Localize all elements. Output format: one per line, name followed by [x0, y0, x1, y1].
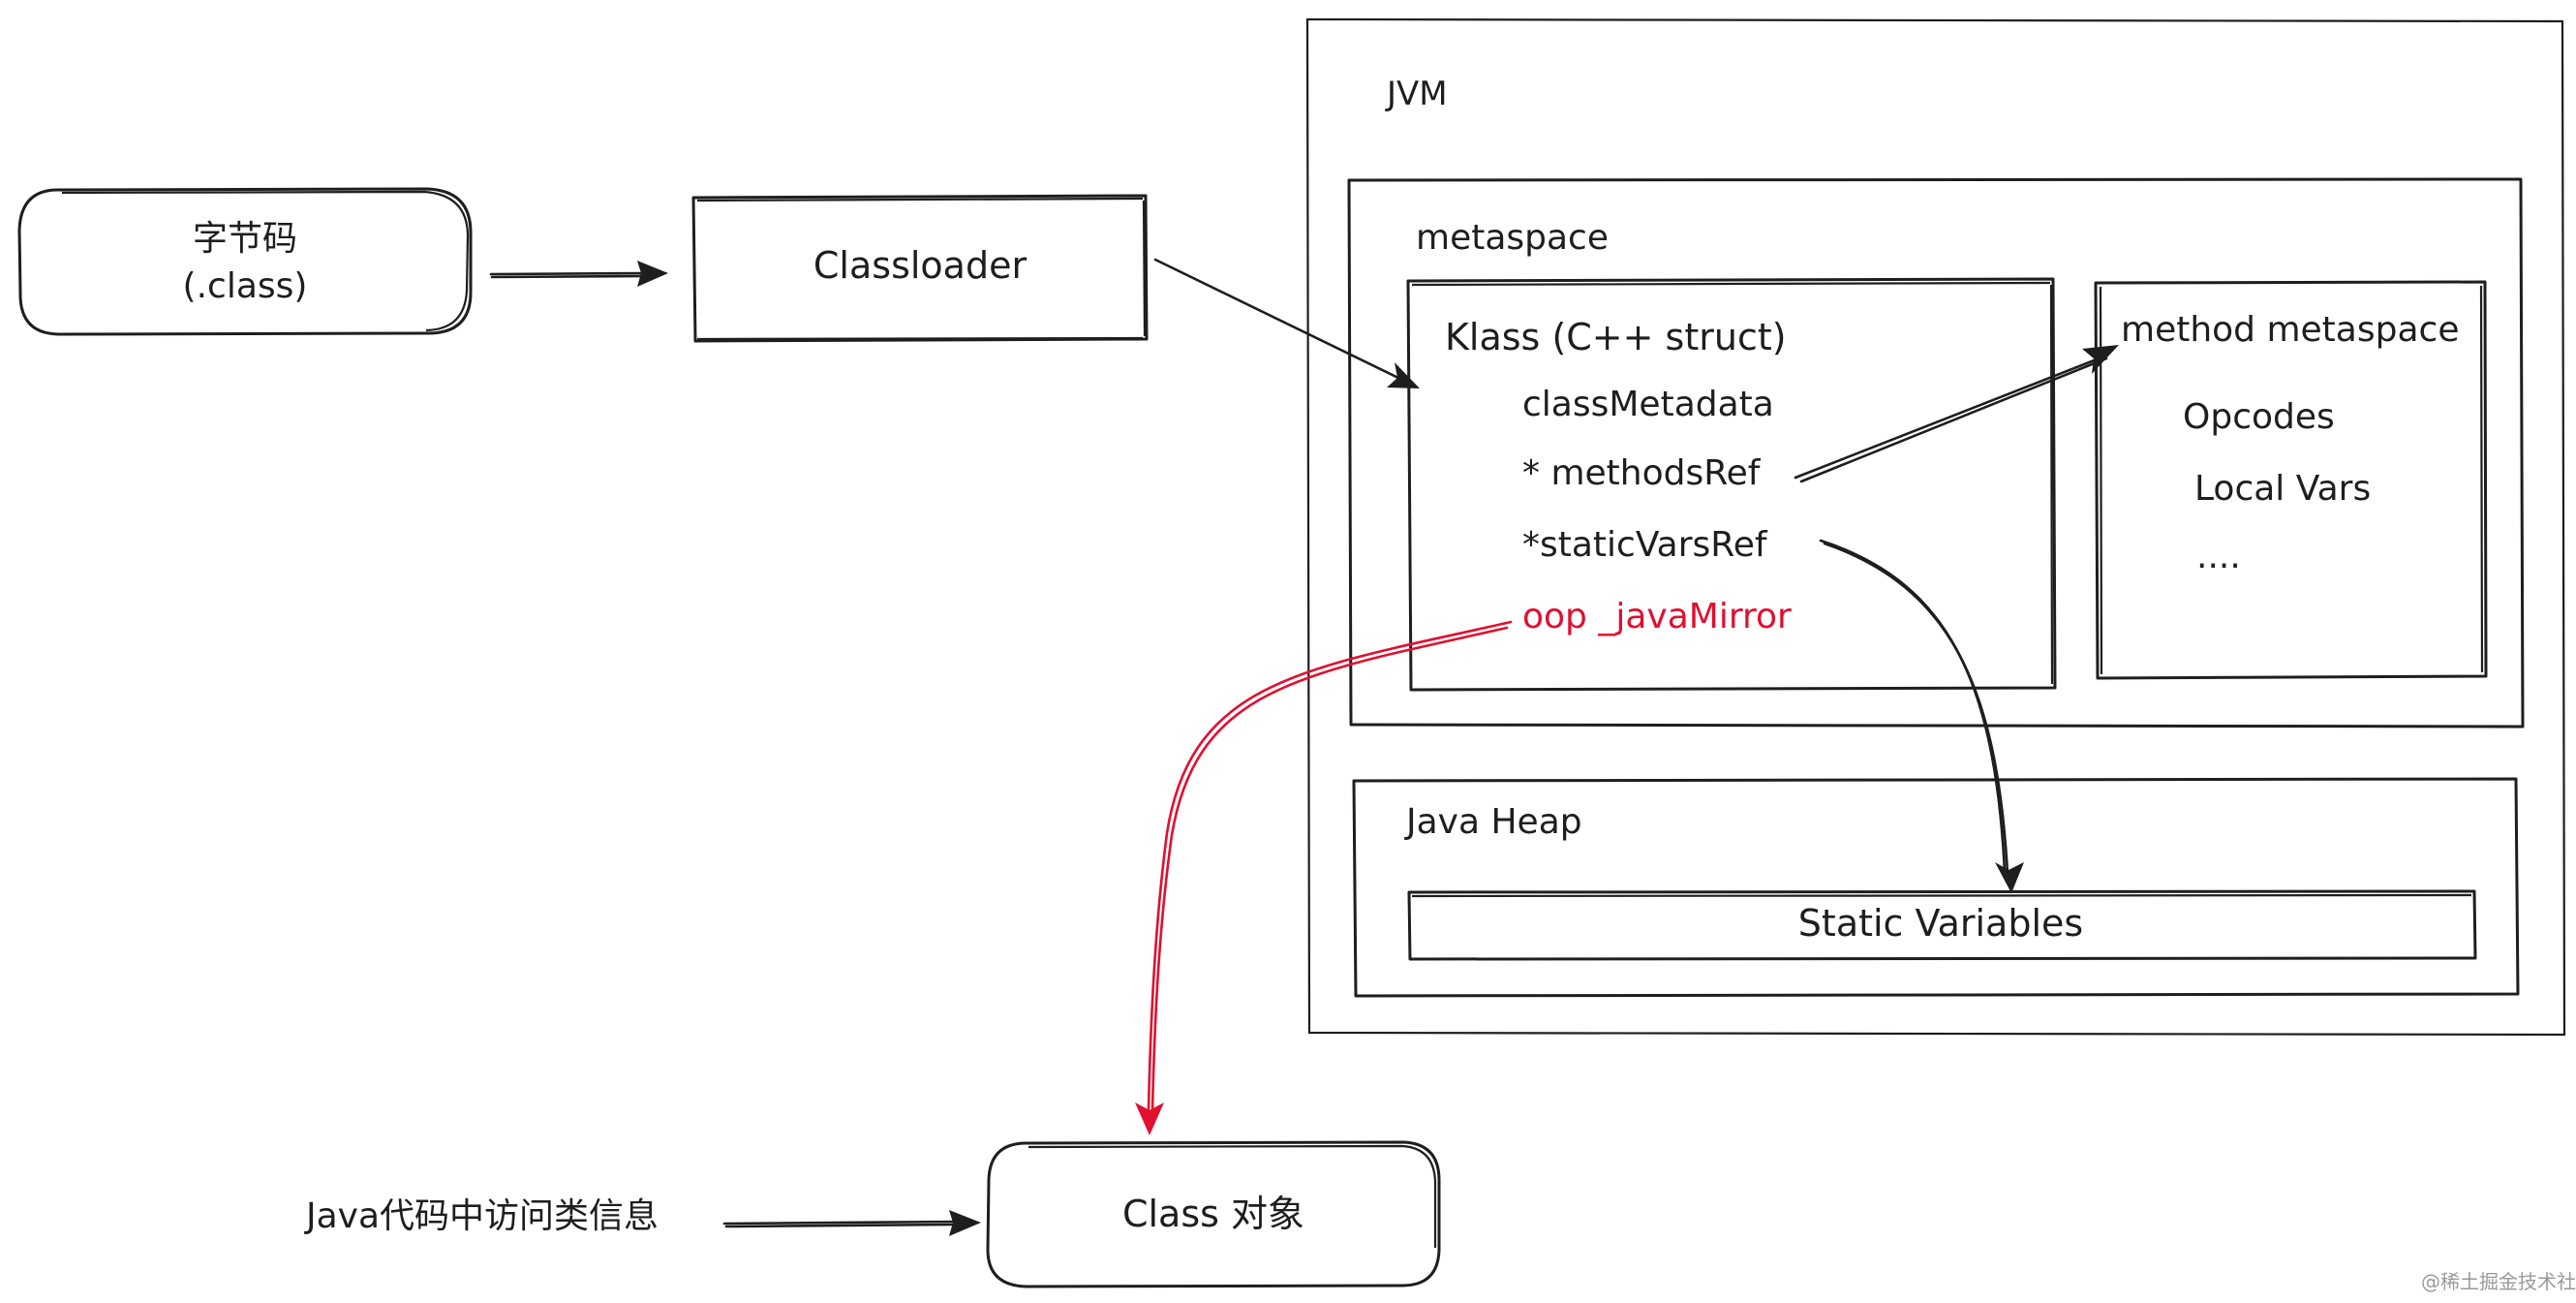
method-metaspace-node: method metaspace Opcodes Local Vars ....	[2094, 280, 2488, 680]
classloader-box	[691, 194, 1149, 343]
jvm-container: JVM	[1305, 17, 2566, 1037]
java-heap-label: Java Heap	[1404, 802, 1582, 842]
java-access-label: Java代码中访问类信息	[304, 1196, 659, 1236]
klass-java-mirror: oop _javaMirror	[1522, 597, 1792, 636]
bytecode-label-line2: (.class)	[183, 266, 308, 306]
java-access-node: Java代码中访问类信息	[304, 1196, 659, 1236]
bytecode-box	[17, 187, 473, 336]
method-metaspace-ellipsis: ....	[2196, 537, 2241, 576]
arrow-staticvarsref-to-static-variables	[1819, 539, 2024, 893]
method-metaspace-local-vars: Local Vars	[2194, 469, 2371, 509]
klass-box	[1406, 277, 2057, 692]
static-variables-node: Static Variables	[1407, 889, 2477, 961]
arrow-javamirror-to-class-object	[1135, 620, 1513, 1135]
klass-title: Klass (C++ struct)	[1445, 316, 1787, 358]
arrow-classloader-to-klass	[1153, 258, 1420, 388]
jvm-label: JVM	[1385, 75, 1448, 113]
static-variables-box	[1407, 889, 2477, 961]
classloader-label: Classloader	[813, 244, 1027, 287]
bytecode-node: 字节码 (.class)	[17, 187, 473, 336]
metaspace-container: metaspace	[1347, 177, 2525, 729]
bytecode-label-line1: 字节码	[193, 219, 297, 259]
arrow-java-access-to-class-object	[722, 1210, 981, 1236]
klass-methods-ref: * methodsRef	[1522, 453, 1762, 493]
class-object-label: Class 对象	[1122, 1193, 1304, 1235]
metaspace-box	[1347, 177, 2525, 729]
klass-class-metadata: classMetadata	[1522, 385, 1774, 424]
java-heap-container: Java Heap	[1352, 777, 2520, 998]
class-object-box	[986, 1140, 1441, 1288]
klass-static-vars-ref: *staticVarsRef	[1522, 525, 1768, 565]
bytecode-box-sketch	[61, 190, 470, 332]
static-variables-label: Static Variables	[1798, 902, 2083, 945]
method-metaspace-title: method metaspace	[2121, 310, 2459, 350]
arrow-methodsref-to-method-metaspace	[1794, 345, 2119, 483]
java-heap-box	[1352, 777, 2520, 998]
klass-node: Klass (C++ struct) classMetadata * metho…	[1406, 277, 2057, 692]
method-metaspace-box	[2094, 280, 2488, 680]
metaspace-label: metaspace	[1416, 218, 1609, 258]
method-metaspace-opcodes: Opcodes	[2183, 397, 2335, 437]
watermark-text: @稀土掘金技术社区	[2421, 1270, 2576, 1293]
classloader-node: Classloader	[691, 194, 1149, 343]
arrow-bytecode-to-classloader	[489, 261, 668, 287]
jvm-box	[1305, 17, 2566, 1037]
class-object-node: Class 对象	[986, 1140, 1441, 1288]
